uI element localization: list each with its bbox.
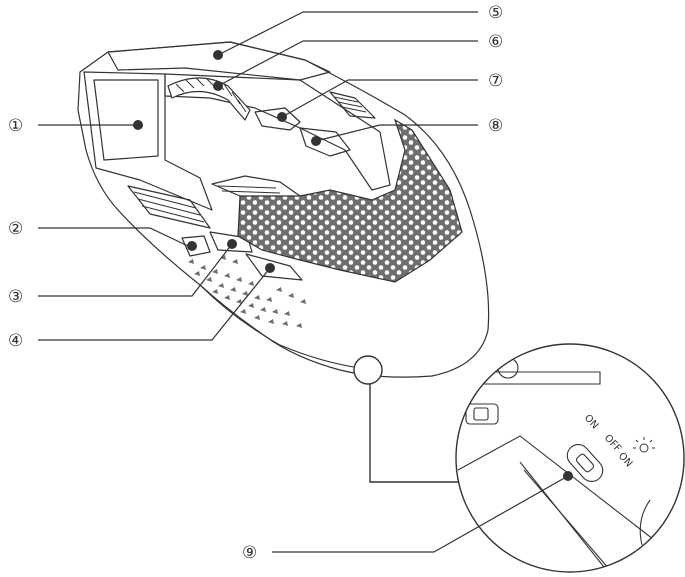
callout-label-9: ⑨ xyxy=(242,543,257,563)
callout-label-3: ③ xyxy=(8,287,23,307)
zoom-detail: ON OFF ON xyxy=(455,343,685,573)
zoom-connector xyxy=(353,355,462,483)
callout-dot-8 xyxy=(311,136,321,146)
callout-dot-1 xyxy=(133,120,143,130)
callout-labels: ① ② ③ ④ ⑤ ⑥ ⑦ ⑧ ⑨ xyxy=(8,3,503,563)
callout-label-5: ⑤ xyxy=(488,3,503,23)
callout-label-8: ⑧ xyxy=(488,116,503,136)
light-bulb-icon xyxy=(633,437,655,453)
mesh-grip xyxy=(237,118,463,283)
callout-label-2: ② xyxy=(8,219,23,239)
callout-dot-3 xyxy=(227,239,237,249)
callout-label-6: ⑥ xyxy=(488,32,503,52)
leader-lines xyxy=(38,11,569,553)
callout-dot-9 xyxy=(563,471,573,481)
callout-dot-7 xyxy=(277,112,287,122)
leader-dots xyxy=(133,50,573,481)
callout-dot-4 xyxy=(265,263,275,273)
side-perforation xyxy=(188,255,306,328)
callout-label-7: ⑦ xyxy=(488,71,503,91)
callout-label-4: ④ xyxy=(8,331,23,351)
callout-label-1: ① xyxy=(8,116,23,136)
callout-dot-2 xyxy=(187,241,197,251)
callout-dot-5 xyxy=(213,50,223,60)
callout-dot-6 xyxy=(213,81,223,91)
